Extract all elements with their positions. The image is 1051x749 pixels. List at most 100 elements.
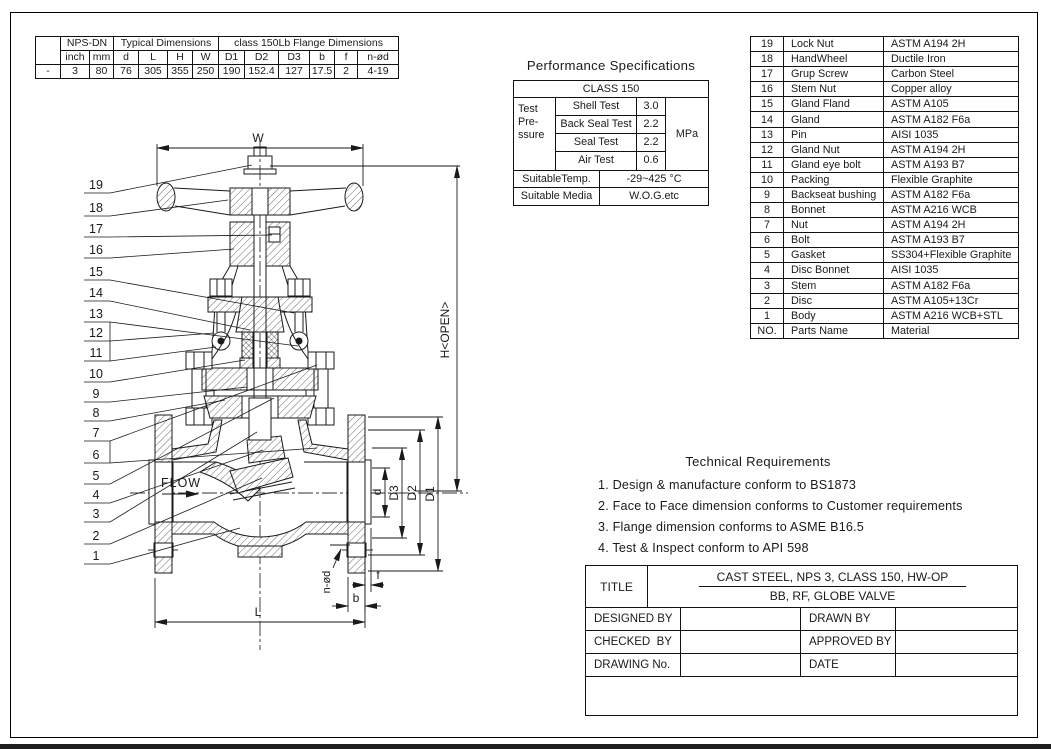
part-no: 7	[750, 217, 784, 234]
part-material: ASTM A193 B7	[883, 232, 1019, 249]
part-material: ASTM A105	[883, 96, 1019, 113]
dims-header: W	[192, 50, 220, 65]
part-material: SS304+Flexible Graphite	[883, 247, 1019, 264]
part-material: ASTM A216 WCB+STL	[883, 307, 1019, 324]
suitable-media-row: Suitable Media W.O.G.etc	[514, 188, 708, 205]
suitable-temp-label: SuitableTemp.	[514, 171, 600, 187]
dims-header: D1	[218, 50, 246, 65]
callout-17: 17	[89, 222, 103, 236]
part-no: 9	[750, 186, 784, 204]
part-name: Nut	[783, 217, 884, 234]
suitable-media-label: Suitable Media	[514, 188, 600, 205]
part-name: Pin	[783, 126, 884, 143]
parts-footer-name: Parts Name	[783, 322, 884, 339]
approved-by-value	[896, 631, 1017, 653]
dims-header: D2	[244, 50, 280, 65]
dims-group-row: NPS-DN Typical Dimensions class 150Lb Fl…	[35, 36, 400, 65]
dims-header: b	[309, 50, 336, 65]
performance-spec-table: CLASS 150 Test Pre- ssure Shell Test 3.0…	[513, 80, 709, 206]
callout-13: 13	[89, 307, 103, 321]
dims-value: 2	[334, 64, 359, 79]
flow-arrow	[162, 490, 199, 498]
title-block: TITLE CAST STEEL, NPS 3, CLASS 150, HW-O…	[585, 565, 1018, 716]
dims-value: 305	[138, 64, 169, 79]
part-no: 19	[750, 35, 784, 53]
suitable-temp-row: SuitableTemp. -29~425 °C	[514, 171, 708, 188]
callout-8: 8	[93, 406, 100, 420]
dims-header: mm	[88, 50, 115, 65]
dims-corner-cell	[35, 36, 61, 65]
test-name: Shell Test	[556, 98, 637, 115]
technical-requirement-item: 3. Flange dimension conforms to ASME B16…	[598, 520, 865, 534]
part-no: 4	[750, 262, 784, 279]
part-material: ASTM A194 2H	[883, 217, 1019, 234]
test-pressure-label: Test Pre- ssure	[514, 98, 556, 170]
callout-5: 5	[93, 469, 100, 483]
test-value: 3.0	[643, 100, 659, 112]
dims-value: 3	[60, 64, 90, 79]
suitable-media-value: W.O.G.etc	[629, 190, 679, 202]
part-name: Stem	[783, 277, 884, 294]
callout-1: 1	[93, 549, 100, 563]
checked-by-label: CHECKED BY	[586, 631, 681, 653]
dims-value: 152.4	[244, 64, 280, 79]
test-value: 2.2	[643, 136, 659, 148]
callout-18: 18	[89, 201, 103, 215]
dim-label-b: b	[353, 591, 360, 605]
handwheel	[156, 146, 364, 216]
part-material: ASTM A182 F6a	[883, 111, 1019, 128]
test-name: Seal Test	[556, 134, 637, 151]
part-material: ASTM A182 F6a	[883, 186, 1019, 204]
part-no: 2	[750, 292, 784, 309]
part-name: Disc	[783, 292, 884, 309]
part-no: 8	[750, 202, 784, 219]
dim-label-f: f	[376, 568, 380, 582]
dims-value: 4-19	[357, 64, 400, 79]
part-no: 14	[750, 111, 784, 128]
test-pressure-section: Test Pre- ssure Shell Test 3.0 Back Seal…	[514, 98, 708, 171]
drawing-title-line1: CAST STEEL, NPS 3, CLASS 150, HW-OP	[698, 570, 967, 587]
part-name: Grup Screw	[783, 66, 884, 83]
part-name: Bolt	[783, 232, 884, 249]
test-value: 2.2	[643, 118, 659, 130]
technical-requirements: Technical Requirements 1. Design & manuf…	[585, 454, 1030, 559]
part-name: Backseat bushing	[783, 186, 884, 204]
part-no: 12	[750, 141, 784, 158]
part-material: ASTM A105+13Cr	[883, 292, 1019, 309]
callout-15: 15	[89, 265, 103, 279]
part-name: Body	[783, 307, 884, 324]
drawing-no-value	[681, 654, 801, 676]
technical-requirements-title: Technical Requirements	[685, 454, 831, 469]
technical-requirement-item: 4. Test & Inspect conform to API 598	[598, 541, 809, 555]
callout-10: 10	[89, 367, 103, 381]
dim-label-d2: D2	[405, 485, 419, 501]
gland-assembly	[205, 278, 315, 369]
part-name: Bonnet	[783, 202, 884, 219]
date-label: DATE	[801, 654, 896, 676]
dims-value: 17.5	[309, 64, 336, 79]
part-material: ASTM A182 F6a	[883, 277, 1019, 294]
dim-label-h-open: H<OPEN>	[438, 302, 452, 359]
test-row: Seal Test 2.2	[556, 134, 665, 152]
part-no: 17	[750, 66, 784, 83]
drawing-title-line2: BB, RF, GLOBE VALVE	[769, 589, 896, 603]
parts-footer-no: NO.	[750, 322, 784, 339]
flow-label: FLOW	[161, 476, 201, 490]
dims-value: 127	[278, 64, 311, 79]
dims-header: L	[138, 50, 169, 65]
callout-2: 2	[93, 529, 100, 543]
date-value	[896, 654, 1017, 676]
stem	[253, 215, 267, 398]
